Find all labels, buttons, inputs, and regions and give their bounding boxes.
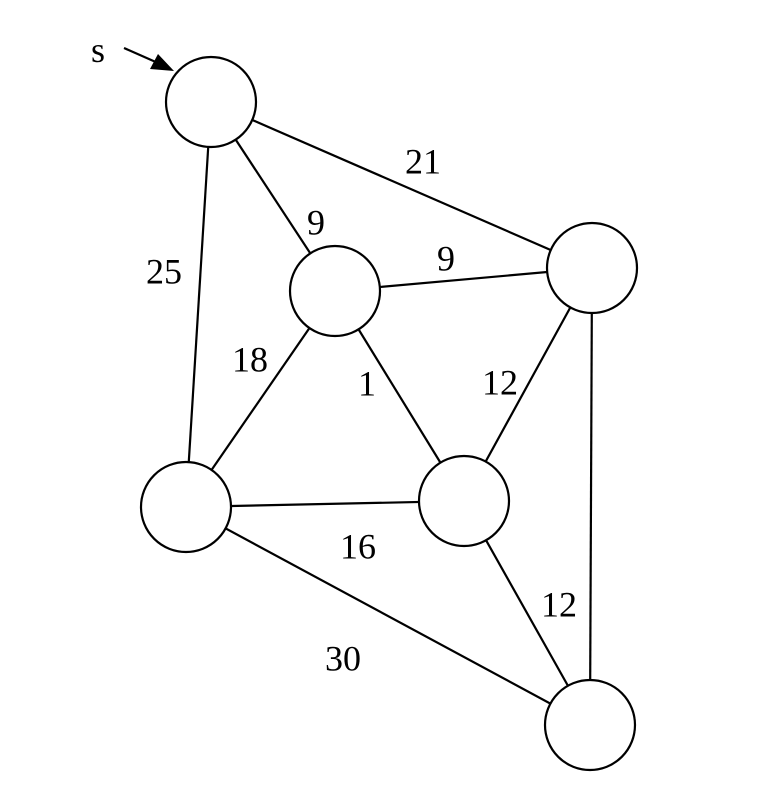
- nodes-layer: [139, 55, 639, 772]
- edge-n3-n6: [588, 267, 594, 726]
- edge-weight-n1-n4: 25: [146, 251, 182, 291]
- edge-weight-n1-n3: 21: [405, 141, 441, 181]
- graph-node-n1: [164, 55, 258, 149]
- edge-weight-n2-n3: 9: [437, 238, 455, 278]
- graph-node-n6: [543, 678, 637, 772]
- edge-n1-n3: [210, 100, 593, 270]
- edge-weight-n3-n5: 12: [482, 362, 518, 402]
- graph-node-n3: [545, 221, 639, 315]
- edge-weight-n1-n2: 9: [307, 202, 325, 242]
- edges-layer: [184, 100, 594, 726]
- graph-node-n4: [139, 460, 233, 554]
- edge-weight-n2-n5: 1: [358, 363, 376, 403]
- edge-weight-n2-n4: 18: [232, 339, 268, 379]
- graph-node-n5: [417, 454, 511, 548]
- start-arrow: [123, 46, 174, 71]
- weights-layer: 21 9 25 9 18 1 12 16 30 12: [146, 141, 577, 678]
- edge-n4-n5: [185, 499, 465, 509]
- edge-weight-n4-n6: 30: [325, 638, 361, 678]
- start-label: s: [91, 30, 105, 70]
- edge-n4-n6: [185, 506, 591, 726]
- edge-weight-n5-n6: 12: [541, 584, 577, 624]
- edge-n1-n4: [184, 101, 213, 508]
- graph-node-n2: [288, 244, 382, 338]
- edge-weight-n4-n5: 16: [340, 526, 376, 566]
